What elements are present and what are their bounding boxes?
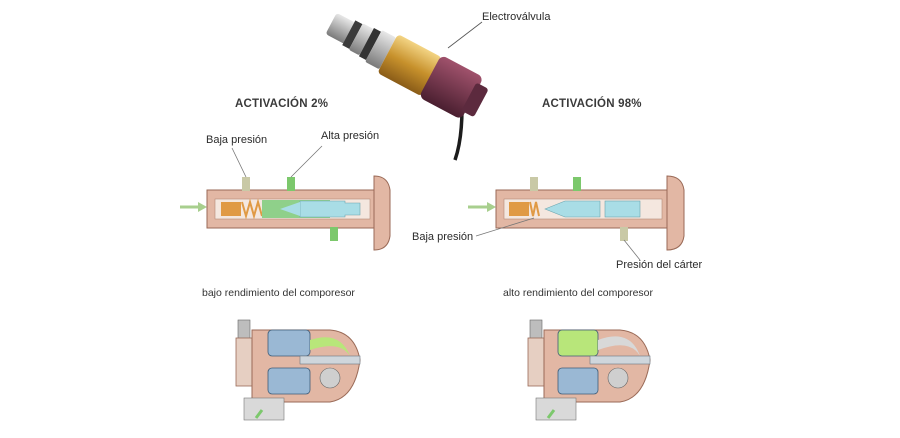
compressor-cutaway-right [528,320,650,420]
low-pressure-label-left: Baja presión [206,134,267,146]
low-pressure-label-right: Baja presión [412,231,473,243]
compressor-cutaway-left [236,320,360,420]
valve-section-right [468,176,684,260]
right-title: ACTIVACIÓN 98% [542,98,642,110]
valve-section-left [180,146,390,250]
high-pressure-label: Alta presión [321,130,379,142]
crankcase-pressure-label: Presión del cárter [616,259,702,271]
left-title: ACTIVACIÓN 2% [235,98,328,110]
right-caption: alto rendimiento del comporesor [503,287,653,299]
left-caption: bajo rendimiento del comporesor [202,287,355,299]
solenoid-label: Electroválvula [482,11,550,23]
